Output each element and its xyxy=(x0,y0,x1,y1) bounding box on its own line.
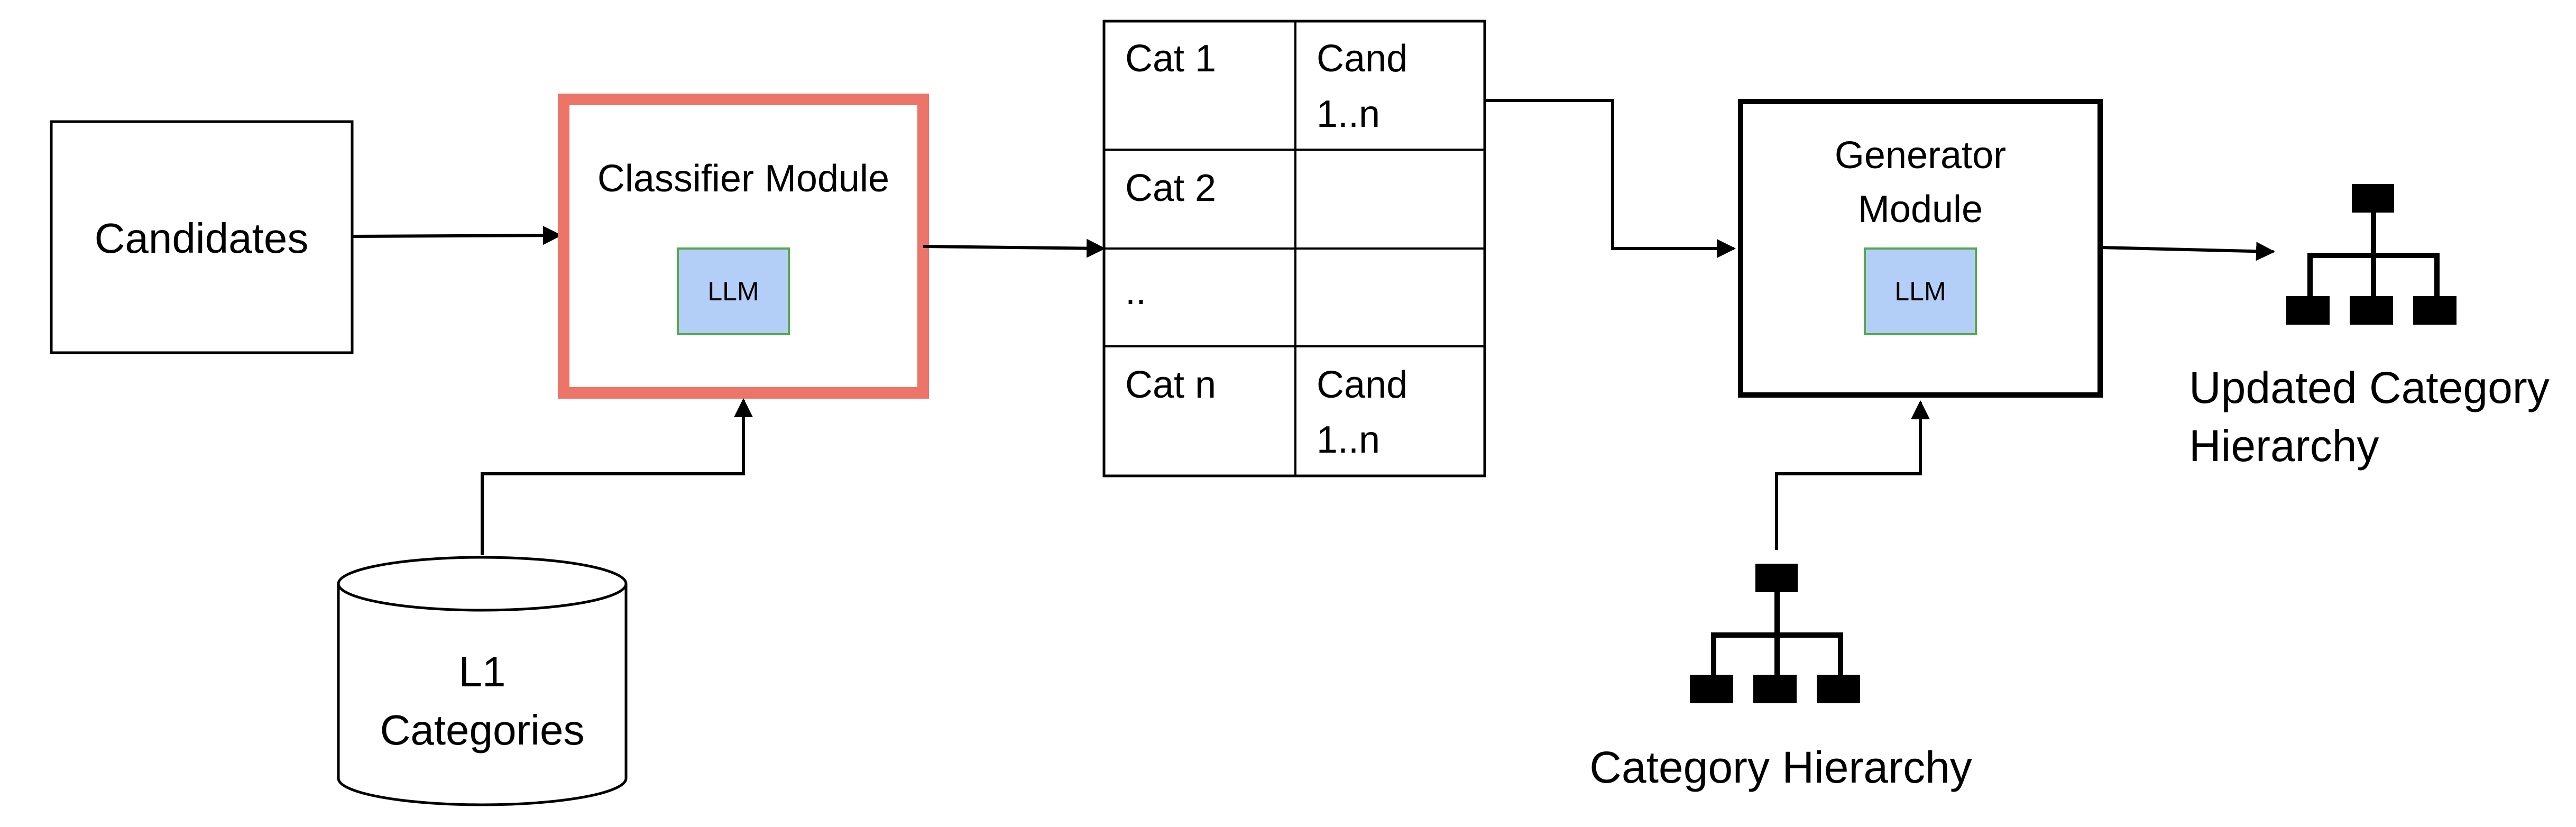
classifier-llm-box xyxy=(677,247,790,335)
generator-llm-box xyxy=(1864,247,1977,335)
generator-module-title-line1: Generator xyxy=(1835,134,2006,177)
generator-module-title-line2: Module xyxy=(1858,188,1983,231)
updated-hierarchy-label-line1: Updated Category xyxy=(2189,363,2550,412)
generator-module: Generator Module LLM xyxy=(1738,99,2103,398)
l1-categories-database: L1 Categories xyxy=(337,556,628,806)
arrow-hierarchy-to-generator xyxy=(1775,400,1930,550)
hierarchy-icon xyxy=(1690,564,1860,703)
l1-categories-line2: Categories xyxy=(380,706,585,754)
hierarchy-icon xyxy=(2286,184,2457,325)
table-cat-cell: Cat n xyxy=(1125,364,1216,406)
category-table: Cat 1 Cand 1..n Cat 2 .. Cat n Cand 1..n xyxy=(1102,20,1486,477)
category-hierarchy-label: Category Hierarchy xyxy=(1589,742,1972,792)
arrow-table-to-generator xyxy=(1485,99,1736,258)
table-cand-cell-line1: Cand xyxy=(1317,38,1407,80)
candidates-box: Candidates xyxy=(50,120,354,354)
table-cat-cell: Cat 1 xyxy=(1125,38,1216,80)
table-cand-cell-line2: 1..n xyxy=(1317,419,1380,461)
table-cat-cell: Cat 2 xyxy=(1125,167,1216,209)
l1-categories-line1: L1 xyxy=(459,648,506,695)
arrow-generator-to-updated xyxy=(2100,242,2275,261)
table-cat-cell: .. xyxy=(1125,270,1146,313)
arrow-classifier-to-table xyxy=(923,238,1106,258)
table-cand-cell-line1: Cand xyxy=(1317,364,1407,406)
arrow-candidates-to-classifier xyxy=(352,226,562,245)
generator-llm-label: LLM xyxy=(1894,277,1946,306)
arrow-l1-to-classifier xyxy=(481,398,753,555)
candidates-label: Candidates xyxy=(95,215,309,262)
classifier-module: Classifier Module LLM xyxy=(558,94,929,399)
classifier-module-title: Classifier Module xyxy=(597,158,889,200)
classifier-llm-label: LLM xyxy=(707,277,759,306)
table-cand-cell-line2: 1..n xyxy=(1317,93,1380,135)
updated-hierarchy-label-line2: Hierarchy xyxy=(2189,421,2379,471)
